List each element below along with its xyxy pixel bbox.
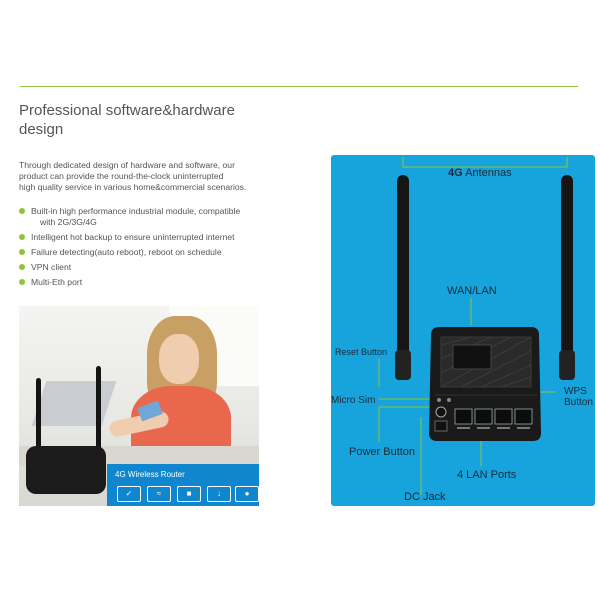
title-line-2: design [19, 121, 64, 138]
feature-text: Multi-Eth port [31, 277, 83, 287]
sim-slot-cover [452, 344, 492, 370]
support-icon: ● [235, 486, 259, 502]
bullet-icon [19, 208, 25, 214]
label-wps-line2: Button [564, 397, 593, 408]
list-item: VPN client [19, 262, 299, 273]
list-item: Multi-Eth port [19, 277, 299, 288]
list-item: Built-in high performance industrial mod… [19, 206, 299, 228]
shield-icon: ✓ [117, 486, 141, 502]
photo-laptop [31, 381, 117, 426]
banner-title: 4G Wireless Router [115, 470, 185, 479]
router-diagram-panel: 4G Antennas WAN/LAN Reset Button Micro S… [331, 155, 595, 506]
intro-line-3: high quality service in various home&com… [19, 182, 247, 192]
antenna-left [397, 175, 409, 365]
top-divider [20, 86, 578, 87]
label-antennas-rest: Antennas [462, 167, 512, 179]
router-body [429, 327, 541, 441]
lock-icon: ■ [177, 486, 201, 502]
bullet-icon [19, 234, 25, 240]
photo-router [26, 446, 106, 494]
photo-router-antenna-left [36, 378, 41, 450]
feature-text: Failure detecting(auto reboot), reboot o… [31, 247, 222, 257]
feature-text-cont: with 2G/3G/4G [40, 217, 97, 227]
intro-line-1: Through dedicated design of hardware and… [19, 160, 235, 170]
label-antennas-bold: 4G [448, 167, 463, 179]
wps-hole [447, 398, 451, 402]
intro-line-2: product can provide the round-the-clock … [19, 171, 224, 181]
photo-router-antenna-right [96, 366, 101, 450]
product-photo: 4G Wireless Router ✓ ≈ ■ ↓ ● [19, 306, 259, 506]
power-callout-line [378, 406, 435, 442]
reset-hole [437, 398, 441, 402]
bullet-icon [19, 249, 25, 255]
antenna-right [561, 175, 573, 365]
label-antennas: 4G Antennas [448, 167, 512, 179]
antenna-callout-line [402, 157, 568, 168]
port-labels [457, 427, 530, 429]
feature-text: VPN client [31, 262, 72, 272]
photo-woman-face [159, 334, 199, 384]
router-diagram [378, 157, 575, 495]
label-micro-sim: Micro Sim [331, 395, 376, 406]
feature-text: Intelligent hot backup to ensure uninter… [31, 232, 235, 242]
power-button-shape [435, 406, 447, 418]
dc-jack-shape [434, 420, 448, 432]
feature-text: Built-in high performance industrial mod… [31, 206, 241, 216]
feature-list: Built-in high performance industrial mod… [19, 206, 299, 292]
list-item: Intelligent hot backup to ensure uninter… [19, 232, 299, 243]
label-power-button: Power Button [349, 446, 416, 458]
wifi-icon: ≈ [147, 486, 171, 502]
section-title: Professional software&hardware design [19, 101, 279, 139]
label-dc-jack: DC Jack [404, 491, 446, 503]
bullet-icon [19, 264, 25, 270]
photo-banner [107, 464, 259, 506]
list-item: Failure detecting(auto reboot), reboot o… [19, 247, 299, 258]
lan-ports [454, 408, 533, 425]
antenna-left-base [395, 350, 411, 380]
antenna-right-base [559, 350, 575, 380]
label-lan-ports: 4 LAN Ports [457, 469, 517, 481]
label-reset-button: Reset Button [335, 347, 388, 357]
title-line-1: Professional software&hardware [19, 102, 235, 119]
antennas [395, 175, 575, 380]
label-wps-button: WPS Button [564, 386, 593, 408]
bullet-icon [19, 279, 25, 285]
download-icon: ↓ [207, 486, 231, 502]
label-wps-line1: WPS [564, 386, 587, 397]
label-wan-lan: WAN/LAN [447, 285, 497, 297]
intro-paragraph: Through dedicated design of hardware and… [19, 160, 291, 193]
